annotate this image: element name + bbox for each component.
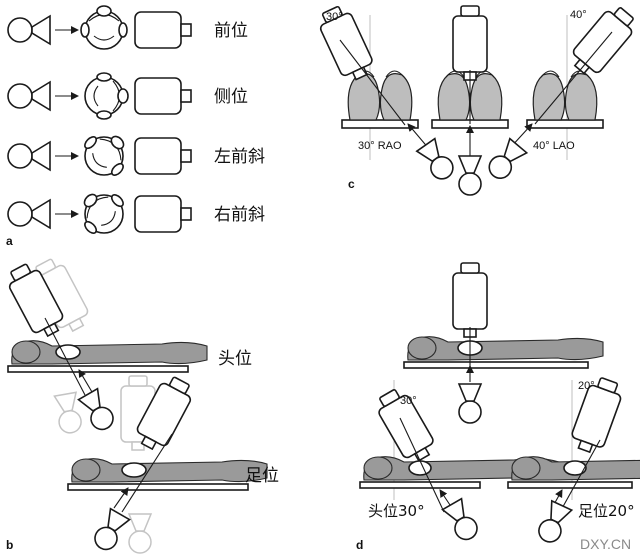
- row-label-lao: 左前斜: [214, 147, 265, 167]
- panel-b-label: b: [6, 538, 13, 552]
- panel-a-row-lateral: 侧位: [7, 72, 248, 120]
- c-label-rao: 30° RAO: [358, 140, 402, 152]
- d-angle-right: 20°: [578, 380, 595, 392]
- row-label-rao: 右前斜: [214, 205, 265, 225]
- panel-a: 前位 侧位 左前斜 右前斜 a: [6, 5, 265, 248]
- panel-c: 30° 30° RAO 40° 40° LAO c: [314, 1, 640, 196]
- d-label-head: 头位30°: [368, 502, 425, 520]
- panel-d: 30° 头位30° 20° 足位20° d: [356, 262, 640, 552]
- watermark: DXY.CN: [580, 536, 631, 552]
- row-label-lateral: 侧位: [214, 87, 248, 107]
- c-label-lao: 40° LAO: [533, 140, 575, 152]
- panel-a-row-lao: 左前斜: [7, 121, 265, 187]
- b-label-head: 头位: [218, 349, 252, 369]
- panel-a-row-rao: 右前斜: [7, 179, 265, 245]
- panel-d-label: d: [356, 538, 363, 552]
- panel-a-row-anterior: 前位: [7, 5, 248, 50]
- d-angle-left: 30°: [400, 395, 417, 407]
- c-angle-left: 30°: [326, 11, 343, 23]
- b-label-foot: 足位: [245, 466, 279, 486]
- row-label-anterior: 前位: [214, 21, 248, 41]
- c-angle-right: 40°: [570, 9, 587, 21]
- panel-c-label: c: [348, 177, 355, 191]
- panel-b: 头位 足位 b: [2, 254, 279, 554]
- d-label-foot: 足位20°: [578, 502, 635, 520]
- panel-a-label: a: [6, 234, 13, 248]
